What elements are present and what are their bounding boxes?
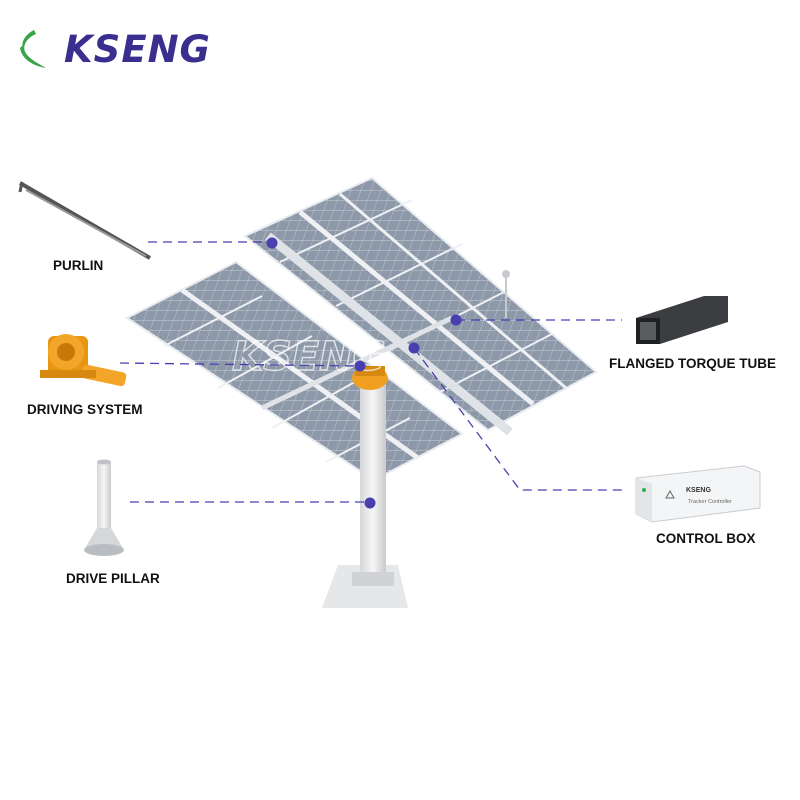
callout-dots	[266, 237, 462, 509]
label-purlin: PURLIN	[53, 258, 104, 273]
slewing-drive-icon	[40, 334, 127, 387]
callout-lines	[119, 241, 624, 503]
torque-tube	[265, 232, 513, 436]
pillar	[360, 380, 386, 580]
watermark: KSENG	[232, 334, 385, 380]
control-box-brand: KSENG	[686, 487, 711, 494]
control-box-icon	[635, 465, 761, 523]
brand-name: KSENG	[64, 28, 211, 71]
control-box-caption: Tracker Controller	[688, 499, 732, 505]
brand-logo: KSENG	[12, 26, 212, 76]
label-drive-pillar: DRIVE PILLAR	[66, 571, 160, 586]
torque-tube-icon	[636, 296, 728, 344]
label-driving-system: DRIVING SYSTEM	[27, 402, 143, 417]
purlin-icon	[18, 181, 151, 260]
label-flanged-torque-tube: FLANGED TORQUE TUBE	[609, 356, 777, 371]
leaf-logo-icon	[20, 30, 46, 68]
drive-pillar-icon	[84, 459, 124, 556]
label-control-box: CONTROL BOX	[656, 531, 756, 546]
